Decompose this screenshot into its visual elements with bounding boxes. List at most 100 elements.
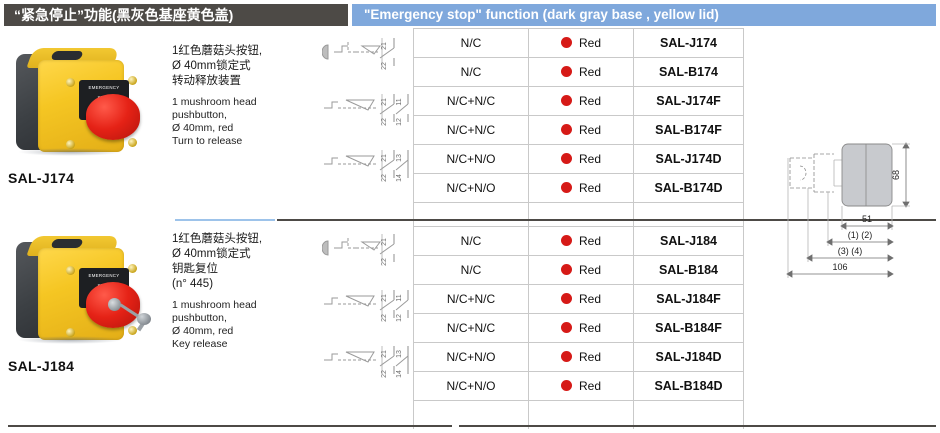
product-caption: SAL-J174 xyxy=(8,170,75,186)
desc-cn-line: Ø 40mm锁定式 xyxy=(172,60,251,72)
cell-order-code: SAL-B184D xyxy=(633,371,744,401)
product-image-sal-j184: EMERGENCY STOP xyxy=(8,228,151,348)
desc-en-line: Ø 40mm, red xyxy=(172,122,234,134)
dim-depth: 51 xyxy=(862,214,872,224)
product-block-sal-j174: EMERGENCY STOP SAL-J174 xyxy=(8,40,173,186)
desc-cn-line: 转动释放装置 xyxy=(172,75,241,87)
dim-mount-3-4: (3) (4) xyxy=(838,246,863,256)
cell-order-code: SAL-J174F xyxy=(633,86,744,116)
cell-contacts: N/C+N/O xyxy=(413,371,529,401)
contact-schematic-2nc: 21 22 11 12 xyxy=(322,284,417,336)
terminal-label-21: 21 xyxy=(381,350,388,358)
footer-rule-left xyxy=(8,425,452,427)
cell-order-code: SAL-J174 xyxy=(633,28,744,58)
dimension-drawing: 68 51 (1) (2) xyxy=(778,140,938,285)
cell-order-code: SAL-B184 xyxy=(633,255,744,285)
cell-color: Red xyxy=(528,86,634,116)
cell-empty xyxy=(413,400,529,429)
terminal-label-11: 11 xyxy=(396,294,403,301)
contact-schematic-2nc: 21 22 11 12 xyxy=(322,88,417,140)
product-image-sal-j174: EMERGENCY STOP xyxy=(8,40,140,160)
description-sal-j184: 1红色蘑菇头按钮, Ø 40mm锁定式 钥匙复位 (n° 445) 1 mush… xyxy=(172,232,322,351)
terminal-label-21: 21 xyxy=(381,294,388,302)
table-row: N/C Red SAL-J174 xyxy=(413,28,744,58)
cell-contacts: N/C xyxy=(413,57,529,87)
color-label: Red xyxy=(578,234,601,248)
section-divider-blue xyxy=(175,219,275,221)
contact-schematic-1nc: 21 22 xyxy=(322,32,417,84)
cell-order-code: SAL-J174D xyxy=(633,144,744,174)
desc-en-line: pushbutton, xyxy=(172,109,227,121)
terminal-label-22: 22 xyxy=(381,314,388,322)
footer-rule-right xyxy=(459,425,936,427)
cell-contacts: N/C+N/O xyxy=(413,173,529,203)
screw-icon xyxy=(128,138,137,147)
description-english: 1 mushroom head pushbutton, Ø 40mm, red … xyxy=(172,96,322,148)
cell-order-code: SAL-J184 xyxy=(633,226,744,256)
color-dot-icon xyxy=(560,95,572,106)
cell-empty xyxy=(633,400,744,429)
contact-schematic-nc-no: 21 22 13 14 xyxy=(322,340,417,392)
screw-icon xyxy=(66,78,75,87)
description-chinese: 1红色蘑菇头按钮, Ø 40mm锁定式 钥匙复位 (n° 445) xyxy=(172,232,322,292)
cell-contacts: N/C xyxy=(413,255,529,285)
cell-contacts: N/C+N/O xyxy=(413,342,529,372)
plate-line-1: EMERGENCY xyxy=(88,273,120,278)
table-row-empty xyxy=(413,400,744,429)
cell-order-code: SAL-B174 xyxy=(633,57,744,87)
terminal-label-11: 11 xyxy=(396,98,403,105)
terminal-label-14: 14 xyxy=(396,174,403,182)
product-block-sal-j184: EMERGENCY STOP SAL-J184 xyxy=(8,228,173,374)
color-label: Red xyxy=(578,36,601,50)
terminal-label-14: 14 xyxy=(396,370,403,378)
red-mushroom-button xyxy=(86,94,140,140)
desc-en-line: 1 mushroom head xyxy=(172,96,257,108)
cell-contacts: N/C xyxy=(413,28,529,58)
desc-cn-line: 1红色蘑菇头按钮, xyxy=(172,45,263,57)
terminal-label-13: 13 xyxy=(396,154,403,162)
cell-contacts: N/C+N/C xyxy=(413,86,529,116)
color-dot-icon xyxy=(560,153,572,164)
header-english-title: "Emergency stop" function (dark gray bas… xyxy=(352,4,936,26)
color-label: Red xyxy=(578,181,601,195)
cell-color: Red xyxy=(528,173,634,203)
cell-color: Red xyxy=(528,226,634,256)
cell-color: Red xyxy=(528,284,634,314)
terminal-label-22: 22 xyxy=(381,258,388,266)
screw-icon xyxy=(128,76,137,85)
cell-color: Red xyxy=(528,371,634,401)
description-sal-j174: 1红色蘑菇头按钮, Ø 40mm锁定式 转动释放装置 1 mushroom he… xyxy=(172,44,322,148)
contact-schematic-nc-no: 21 22 13 14 xyxy=(322,144,417,196)
cell-order-code: SAL-J184D xyxy=(633,342,744,372)
cell-order-code: SAL-B174F xyxy=(633,115,744,145)
terminal-label-21: 21 xyxy=(381,238,388,246)
cell-empty xyxy=(528,400,634,429)
desc-cn-line: 1红色蘑菇头按钮, xyxy=(172,233,263,245)
screw-icon xyxy=(66,328,75,337)
cell-color: Red xyxy=(528,144,634,174)
color-label: Red xyxy=(578,263,601,277)
cell-contacts: N/C+N/C xyxy=(413,115,529,145)
table-row: N/C+N/O Red SAL-B174D xyxy=(413,173,744,203)
color-label: Red xyxy=(578,65,601,79)
terminal-label-21: 21 xyxy=(381,98,388,106)
color-label: Red xyxy=(578,292,601,306)
cell-color: Red xyxy=(528,342,634,372)
color-dot-icon xyxy=(560,37,572,48)
terminal-label-22: 22 xyxy=(381,62,388,70)
cell-contacts: N/C+N/C xyxy=(413,284,529,314)
cell-color: Red xyxy=(528,28,634,58)
key-cylinder-icon xyxy=(108,298,121,311)
product-shadow xyxy=(18,148,122,156)
desc-cn-line: Ø 40mm锁定式 xyxy=(172,248,251,260)
color-dot-icon xyxy=(560,351,572,362)
color-label: Red xyxy=(578,350,601,364)
cell-order-code: SAL-B174D xyxy=(633,173,744,203)
color-label: Red xyxy=(578,123,601,137)
